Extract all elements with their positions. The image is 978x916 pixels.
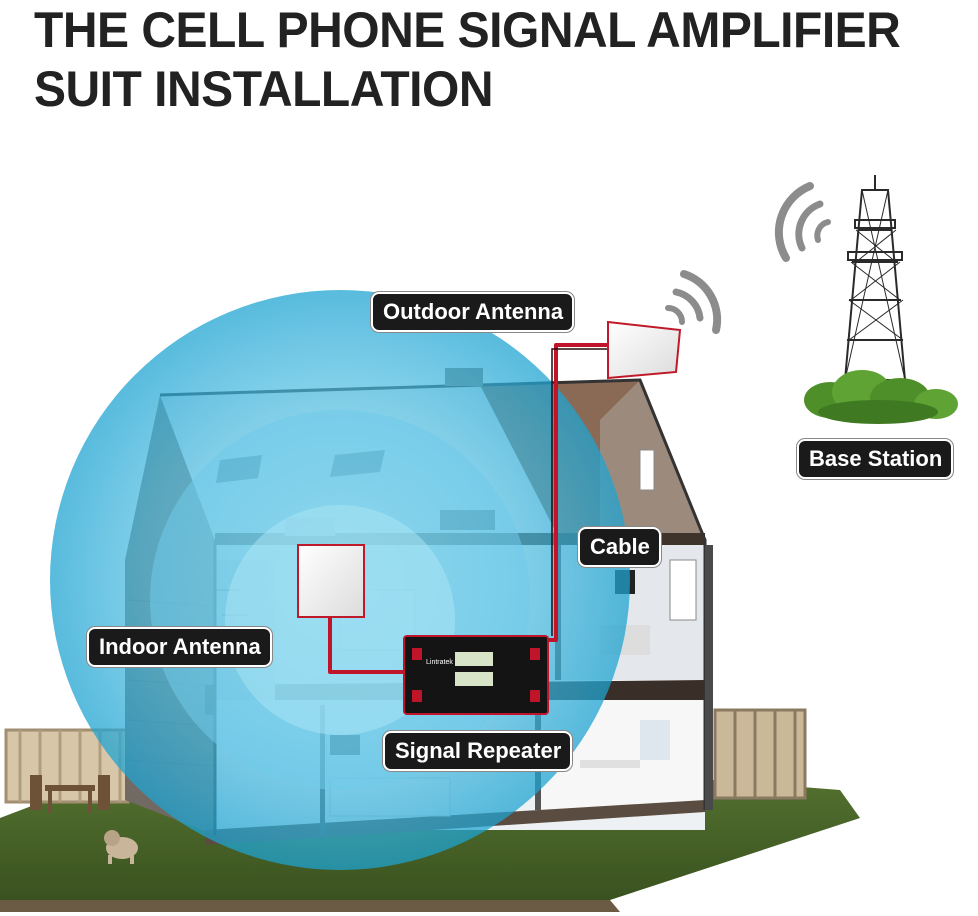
indoor-antenna-device [297,544,365,618]
dog [104,830,138,864]
house-right-wall [639,449,713,810]
outdoor-wave-icon [665,270,722,334]
indoor-antenna-label: Indoor Antenna [87,627,272,667]
patio-table [30,775,110,813]
bushes [804,370,958,424]
base-station-label: Base Station [797,439,954,479]
tower-icon [843,175,907,381]
base-wave-icon [774,182,831,262]
signal-repeater-device: Lintratek [403,635,549,715]
page-title: THE CELL PHONE SIGNAL AMPLIFIER SUIT INS… [34,2,901,120]
signal-repeater-label: Signal Repeater [383,731,573,771]
cable-label: Cable [578,527,661,567]
fence-right [713,708,807,800]
outdoor-antenna-device [607,320,682,380]
outdoor-antenna-label: Outdoor Antenna [371,292,575,332]
title-line-1: THE CELL PHONE SIGNAL AMPLIFIER [34,3,901,59]
device-brand: Lintratek [426,659,453,666]
title-line-2: SUIT INSTALLATION [34,61,494,118]
